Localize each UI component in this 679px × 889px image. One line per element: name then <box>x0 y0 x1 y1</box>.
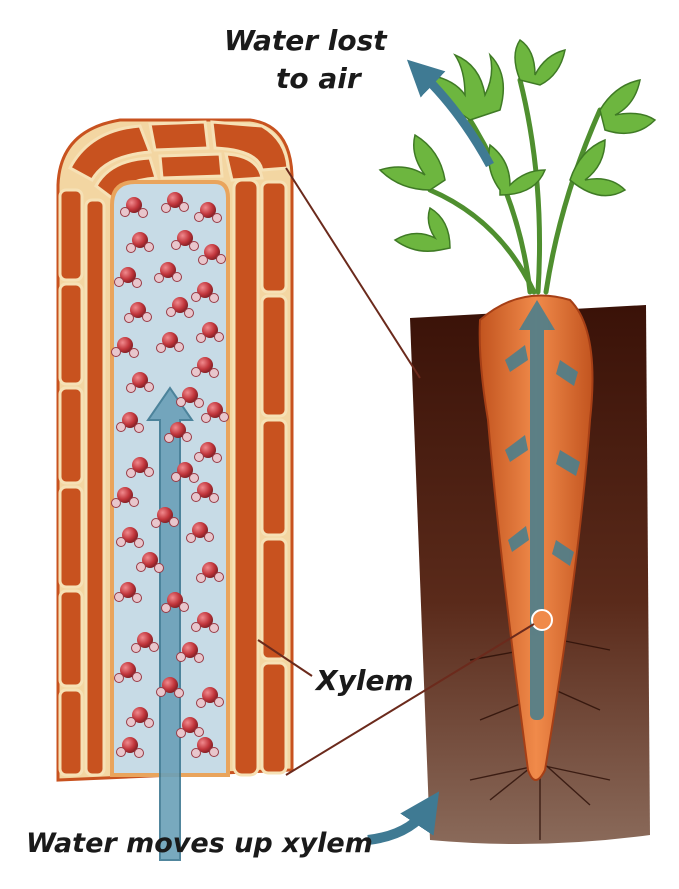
water-molecule <box>116 412 144 433</box>
water-molecule <box>156 332 184 353</box>
label-xylem: Xylem <box>314 664 414 697</box>
water-molecule <box>171 462 199 483</box>
water-molecule <box>151 507 179 528</box>
water-molecule <box>126 707 154 728</box>
leader-lines <box>257 167 535 776</box>
water-molecule <box>161 592 189 613</box>
carrot-leaves <box>378 38 657 252</box>
water-molecule <box>201 402 229 423</box>
water-molecule <box>126 372 154 393</box>
xylem-cross-section <box>56 118 294 861</box>
water-moves-arrow <box>367 791 440 845</box>
water-molecule <box>164 422 192 443</box>
water-molecule <box>136 552 164 573</box>
label-water-lost-line2: to air <box>276 62 363 95</box>
water-molecule <box>186 522 214 543</box>
water-molecule <box>116 737 144 758</box>
water-molecule <box>116 527 144 548</box>
top-cells <box>67 120 290 201</box>
water-molecule <box>114 267 142 288</box>
zoom-line-top <box>285 167 421 379</box>
water-molecule <box>126 457 154 478</box>
water-molecule <box>191 282 219 303</box>
water-molecule <box>131 632 159 653</box>
water-molecule <box>176 717 204 738</box>
magnified-spot <box>531 609 553 631</box>
water-molecule <box>120 197 148 218</box>
water-molecule <box>111 487 139 508</box>
left-wall-cells <box>58 188 106 777</box>
water-molecule <box>126 232 154 253</box>
water-molecule <box>191 737 219 758</box>
water-molecule <box>166 297 194 318</box>
water-molecule <box>114 582 142 603</box>
zoom-line-bottom <box>285 623 535 776</box>
water-molecule <box>154 262 182 283</box>
water-molecule <box>111 337 139 358</box>
right-wall-cells <box>232 178 288 777</box>
water-molecule <box>191 612 219 633</box>
water-molecule <box>194 202 222 223</box>
water-molecule <box>196 322 224 343</box>
carrot-in-soil <box>378 38 657 844</box>
water-molecule <box>176 642 204 663</box>
water-lost-arrow <box>406 59 494 168</box>
water-molecule <box>156 677 184 698</box>
water-molecule <box>176 387 204 408</box>
water-molecule <box>191 357 219 378</box>
water-molecule <box>194 442 222 463</box>
water-molecule <box>196 562 224 583</box>
water-molecule <box>124 302 152 323</box>
root-hairs <box>469 639 611 840</box>
label-water-moves: Water moves up xylem <box>26 828 373 859</box>
water-molecule <box>196 687 224 708</box>
water-molecule <box>198 244 226 265</box>
water-molecules <box>111 192 229 758</box>
water-molecule <box>114 662 142 683</box>
water-molecule <box>161 192 189 213</box>
label-water-lost-line1: Water lost <box>224 24 388 57</box>
water-molecule <box>171 230 199 251</box>
water-molecule <box>191 482 219 503</box>
xylem-pointer-line <box>257 639 313 677</box>
